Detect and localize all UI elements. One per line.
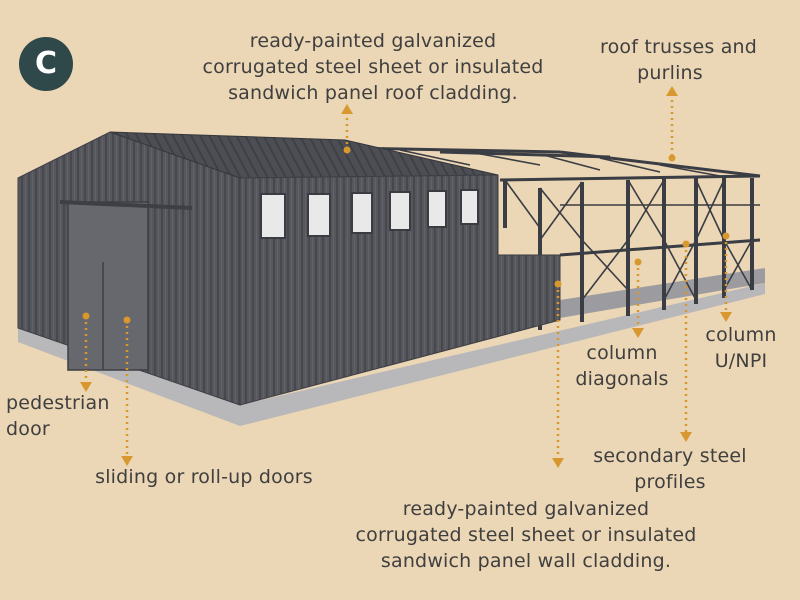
section-badge: C — [19, 37, 73, 91]
window — [460, 189, 479, 225]
label-column-diagonals: column diagonals — [572, 340, 672, 392]
label-pedestrian-door: pedestrian door — [6, 390, 116, 442]
label-line: profiles — [634, 471, 706, 493]
label-line: column — [705, 324, 777, 346]
label-line: corrugated steel sheet or insulated — [355, 524, 697, 546]
label-secondary-profiles: secondary steel profiles — [588, 443, 752, 495]
label-roof-trusses: roof trusses and purlins — [600, 34, 758, 86]
window — [427, 190, 447, 228]
door-rail — [59, 200, 193, 210]
label-line: pedestrian — [6, 392, 110, 414]
label-line: secondary steel — [593, 445, 747, 467]
window — [389, 191, 411, 231]
label-sliding-doors: sliding or roll-up doors — [88, 464, 320, 490]
label-column-npi: column U/NPI — [696, 322, 786, 374]
label-line: U/NPI — [714, 350, 768, 372]
label-line: purlins — [637, 62, 703, 84]
label-wall-cladding: ready-painted galvanized corrugated stee… — [348, 496, 704, 574]
label-line: column — [586, 342, 658, 364]
label-line: roof trusses and — [600, 36, 758, 58]
window — [260, 193, 286, 239]
label-roof-cladding: ready-painted galvanized corrugated stee… — [198, 28, 548, 106]
label-line: diagonals — [575, 368, 669, 390]
label-line: door — [6, 418, 50, 440]
label-line: sliding or roll-up doors — [95, 466, 313, 488]
sliding-door — [67, 201, 149, 371]
label-line: ready-painted galvanized — [249, 30, 497, 52]
label-line: corrugated steel sheet or insulated — [202, 56, 544, 78]
leader-dots — [82, 146, 730, 324]
leader-lines — [84, 94, 728, 458]
window-row — [260, 189, 479, 239]
label-line: ready-painted galvanized — [402, 498, 650, 520]
window — [351, 192, 373, 234]
label-line: sandwich panel wall cladding. — [380, 550, 672, 572]
label-line: sandwich panel roof cladding. — [228, 82, 518, 104]
window — [307, 193, 331, 237]
leader-arrowheads — [80, 86, 732, 468]
